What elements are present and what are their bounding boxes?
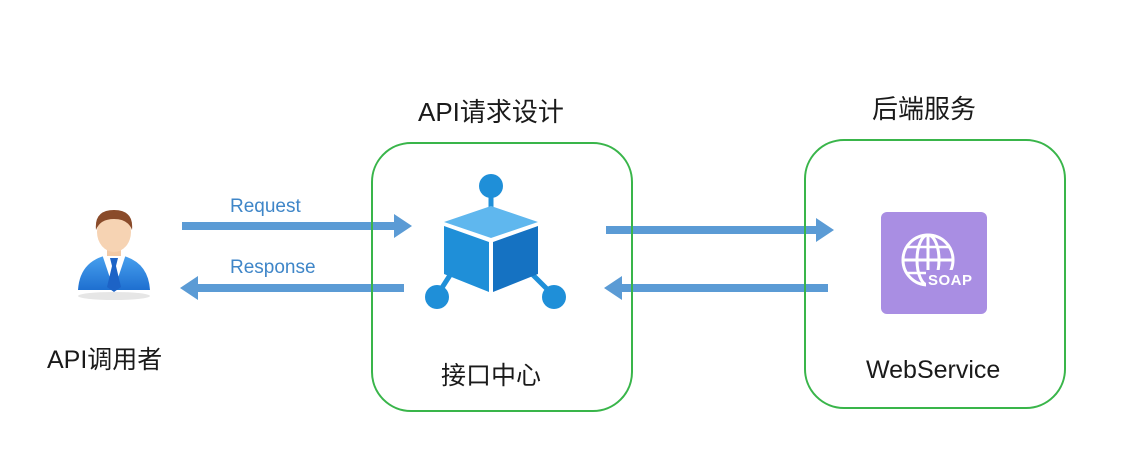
request-label: Request	[230, 196, 301, 217]
request-arrow	[182, 214, 412, 238]
soap-icon	[881, 212, 987, 314]
response-arrow	[180, 276, 404, 300]
backend-label: WebService	[866, 356, 1001, 384]
user-icon	[78, 210, 150, 300]
hub-icon	[425, 174, 566, 309]
return-arrow	[604, 276, 828, 300]
backend-box	[804, 139, 1066, 409]
gateway-box	[371, 142, 633, 412]
forward-arrow	[606, 218, 834, 242]
backend-title: 后端服务	[872, 94, 977, 124]
caller-label: API调用者	[47, 346, 163, 374]
gateway-title: API请求设计	[418, 97, 564, 127]
soap-badge: SOAP	[928, 272, 973, 289]
response-label: Response	[230, 257, 316, 278]
gateway-label: 接口中心	[441, 362, 542, 390]
